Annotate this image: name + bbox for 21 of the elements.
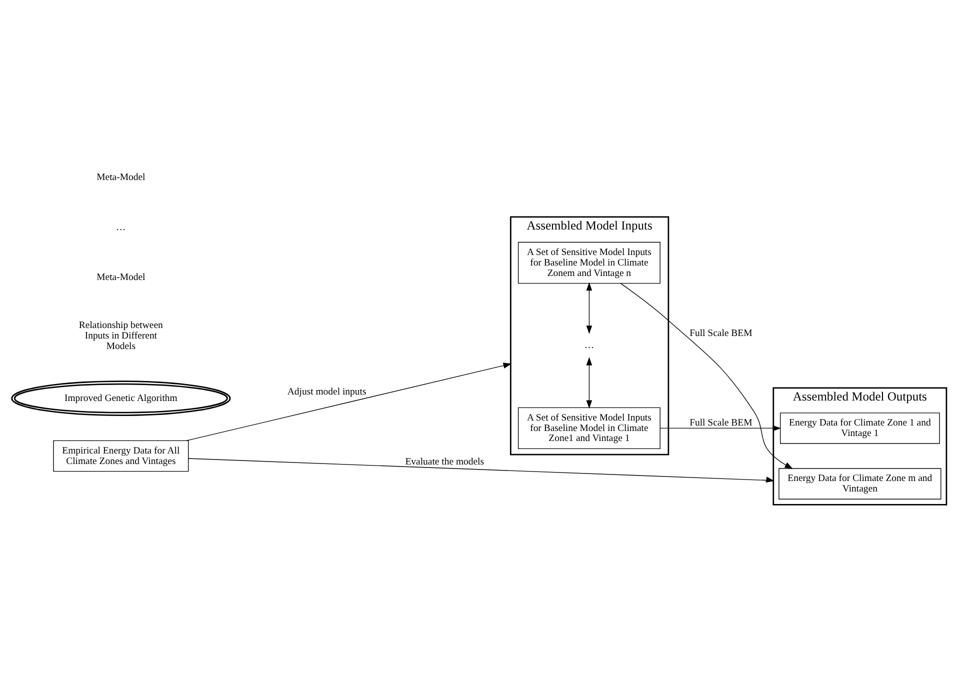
label: Meta-Model: [96, 272, 146, 283]
node-ellipse: Improved Genetic Algorithm: [11, 380, 231, 416]
label: …: [116, 222, 126, 233]
label: Relationship between Inputs in Different Models: [78, 320, 163, 352]
node-box: A Set of Sensitive Model Inputs for Baseline Model in Climate Zone1 and Vintage 1: [518, 407, 660, 450]
node-box: Empirical Energy Data for All Climate Zones and Vintages: [53, 440, 189, 472]
node-box: Energy Data for Climate Zone 1 and Vintage 1: [780, 412, 940, 444]
edge-label: Adjust model inputs: [287, 386, 366, 398]
edge-label: Full Scale BEM: [690, 328, 752, 339]
arrow: [660, 425, 782, 432]
arrow: [186, 362, 512, 442]
arrow: [586, 282, 592, 334]
node-text: …: [584, 340, 594, 352]
node-box: Energy Data for Climate Zone m and Vintagen: [778, 468, 942, 500]
arrow: [586, 357, 592, 409]
edge-label: Evaluate the models: [405, 456, 484, 468]
arrow: [620, 282, 794, 469]
label: Meta-Model: [96, 172, 146, 183]
edge-label: Full Scale BEM: [690, 418, 752, 429]
arrow: [188, 458, 774, 482]
node-box: A Set of Sensitive Model Inputs for Baseline Model in Climate Zonem and Vintage n: [518, 242, 660, 284]
